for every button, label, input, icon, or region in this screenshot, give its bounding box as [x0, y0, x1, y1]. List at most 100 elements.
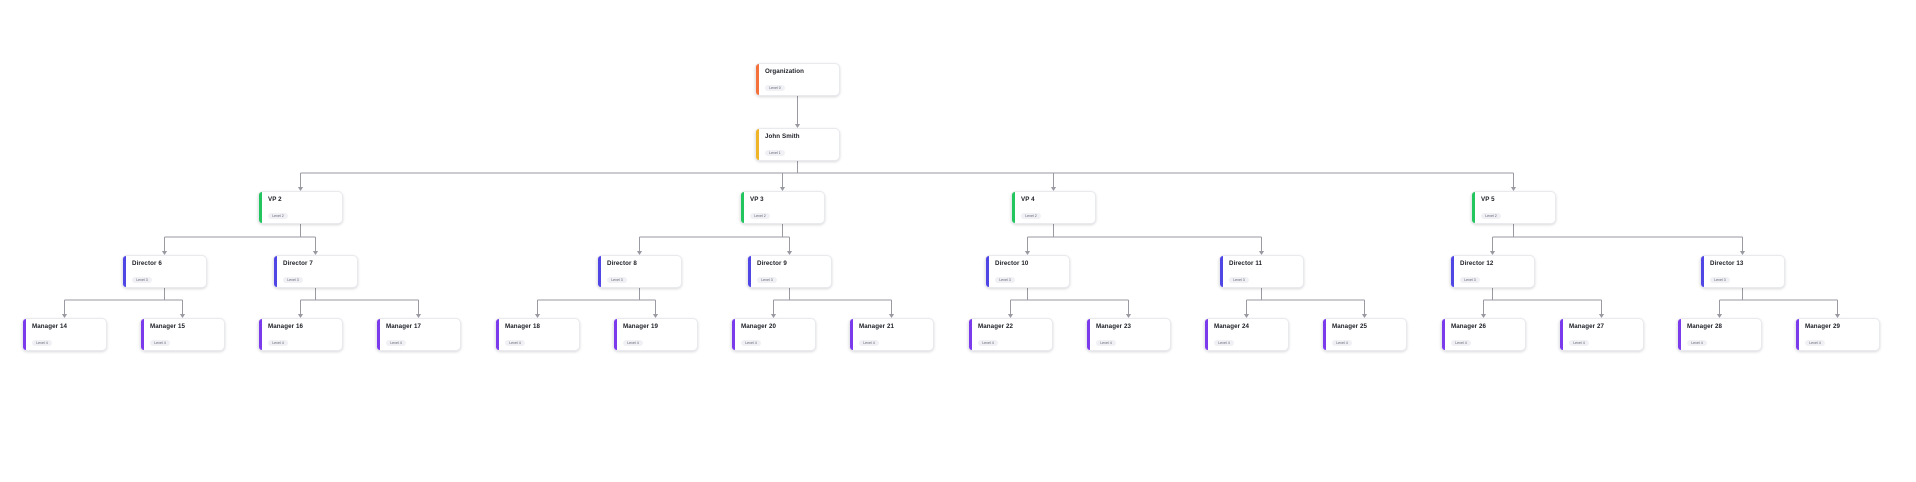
node-title: Director 6 [132, 260, 162, 267]
connector-arrowhead [770, 314, 777, 318]
connector-arrowhead [1489, 251, 1496, 255]
org-node-manager-24[interactable]: Manager 24 Level 4 [1204, 318, 1289, 351]
level-accent-bar [741, 192, 744, 223]
node-level-badge: Level 2 [750, 212, 770, 220]
node-title: Manager 19 [623, 323, 659, 330]
connector-arrowhead [312, 251, 319, 255]
connector-arrowhead [786, 251, 793, 255]
node-level-badge: Level 4 [1451, 339, 1471, 347]
org-node-manager-26[interactable]: Manager 26 Level 4 [1441, 318, 1526, 351]
level-accent-bar [1220, 256, 1223, 287]
level-accent-bar [274, 256, 277, 287]
node-title: Manager 24 [1214, 323, 1250, 330]
level-accent-bar [850, 319, 853, 350]
node-title: Manager 25 [1332, 323, 1368, 330]
org-node-vp-3[interactable]: VP 3 Level 2 [740, 191, 825, 224]
org-node-director-11[interactable]: Director 11 Level 3 [1219, 255, 1304, 288]
connector-arrowhead [1598, 314, 1605, 318]
level-accent-bar [1323, 319, 1326, 350]
connector-arrowhead [1007, 314, 1014, 318]
connector-arrowhead [1739, 251, 1746, 255]
node-title: VP 4 [1021, 196, 1035, 203]
org-node-manager-14[interactable]: Manager 14 Level 4 [22, 318, 107, 351]
org-node-manager-17[interactable]: Manager 17 Level 4 [376, 318, 461, 351]
org-node-manager-22[interactable]: Manager 22 Level 4 [968, 318, 1053, 351]
connector-arrowhead [1050, 187, 1057, 191]
connector-arrowhead [161, 251, 168, 255]
connector-arrowhead [1125, 314, 1132, 318]
level-accent-bar [377, 319, 380, 350]
node-level-badge: Level 4 [1214, 339, 1234, 347]
org-node-manager-15[interactable]: Manager 15 Level 4 [140, 318, 225, 351]
node-level-badge: Level 3 [1229, 276, 1249, 284]
node-title: John Smith [765, 133, 800, 140]
org-node-manager-23[interactable]: Manager 23 Level 4 [1086, 318, 1171, 351]
node-level-badge: Level 2 [268, 212, 288, 220]
connector-arrowhead [534, 314, 541, 318]
node-level-badge: Level 4 [1569, 339, 1589, 347]
node-title: Manager 26 [1451, 323, 1487, 330]
node-level-badge: Level 4 [1687, 339, 1707, 347]
org-node-manager-28[interactable]: Manager 28 Level 4 [1677, 318, 1762, 351]
node-title: VP 3 [750, 196, 764, 203]
node-title: Director 7 [283, 260, 313, 267]
level-accent-bar [1087, 319, 1090, 350]
level-accent-bar [1560, 319, 1563, 350]
connector-arrowhead [1834, 314, 1841, 318]
node-title: Manager 28 [1687, 323, 1723, 330]
node-title: Manager 15 [150, 323, 186, 330]
node-level-badge: Level 4 [386, 339, 406, 347]
connector-arrowhead [297, 187, 304, 191]
node-level-badge: Level 4 [150, 339, 170, 347]
node-title: Manager 16 [268, 323, 304, 330]
node-level-badge: Level 4 [1096, 339, 1116, 347]
org-node-director-7[interactable]: Director 7 Level 3 [273, 255, 358, 288]
node-title: Manager 27 [1569, 323, 1605, 330]
node-title: Manager 14 [32, 323, 68, 330]
level-accent-bar [1451, 256, 1454, 287]
level-accent-bar [259, 192, 262, 223]
org-node-manager-27[interactable]: Manager 27 Level 4 [1559, 318, 1644, 351]
connector-arrowhead [779, 187, 786, 191]
node-title: Manager 29 [1805, 323, 1841, 330]
level-accent-bar [756, 129, 759, 160]
level-accent-bar [614, 319, 617, 350]
level-accent-bar [123, 256, 126, 287]
node-title: Manager 23 [1096, 323, 1132, 330]
node-title: Manager 22 [978, 323, 1014, 330]
node-level-badge: Level 0 [765, 84, 785, 92]
node-title: Manager 17 [386, 323, 422, 330]
node-title: Director 8 [607, 260, 637, 267]
level-accent-bar [1205, 319, 1208, 350]
node-level-badge: Level 3 [283, 276, 303, 284]
node-level-badge: Level 4 [978, 339, 998, 347]
level-accent-bar [1012, 192, 1015, 223]
level-accent-bar [598, 256, 601, 287]
node-title: VP 5 [1481, 196, 1495, 203]
connector-arrowhead [1480, 314, 1487, 318]
node-level-badge: Level 3 [757, 276, 777, 284]
connector-arrowhead [636, 251, 643, 255]
node-title: Director 13 [1710, 260, 1744, 267]
node-title: Director 11 [1229, 260, 1263, 267]
node-level-badge: Level 4 [32, 339, 52, 347]
